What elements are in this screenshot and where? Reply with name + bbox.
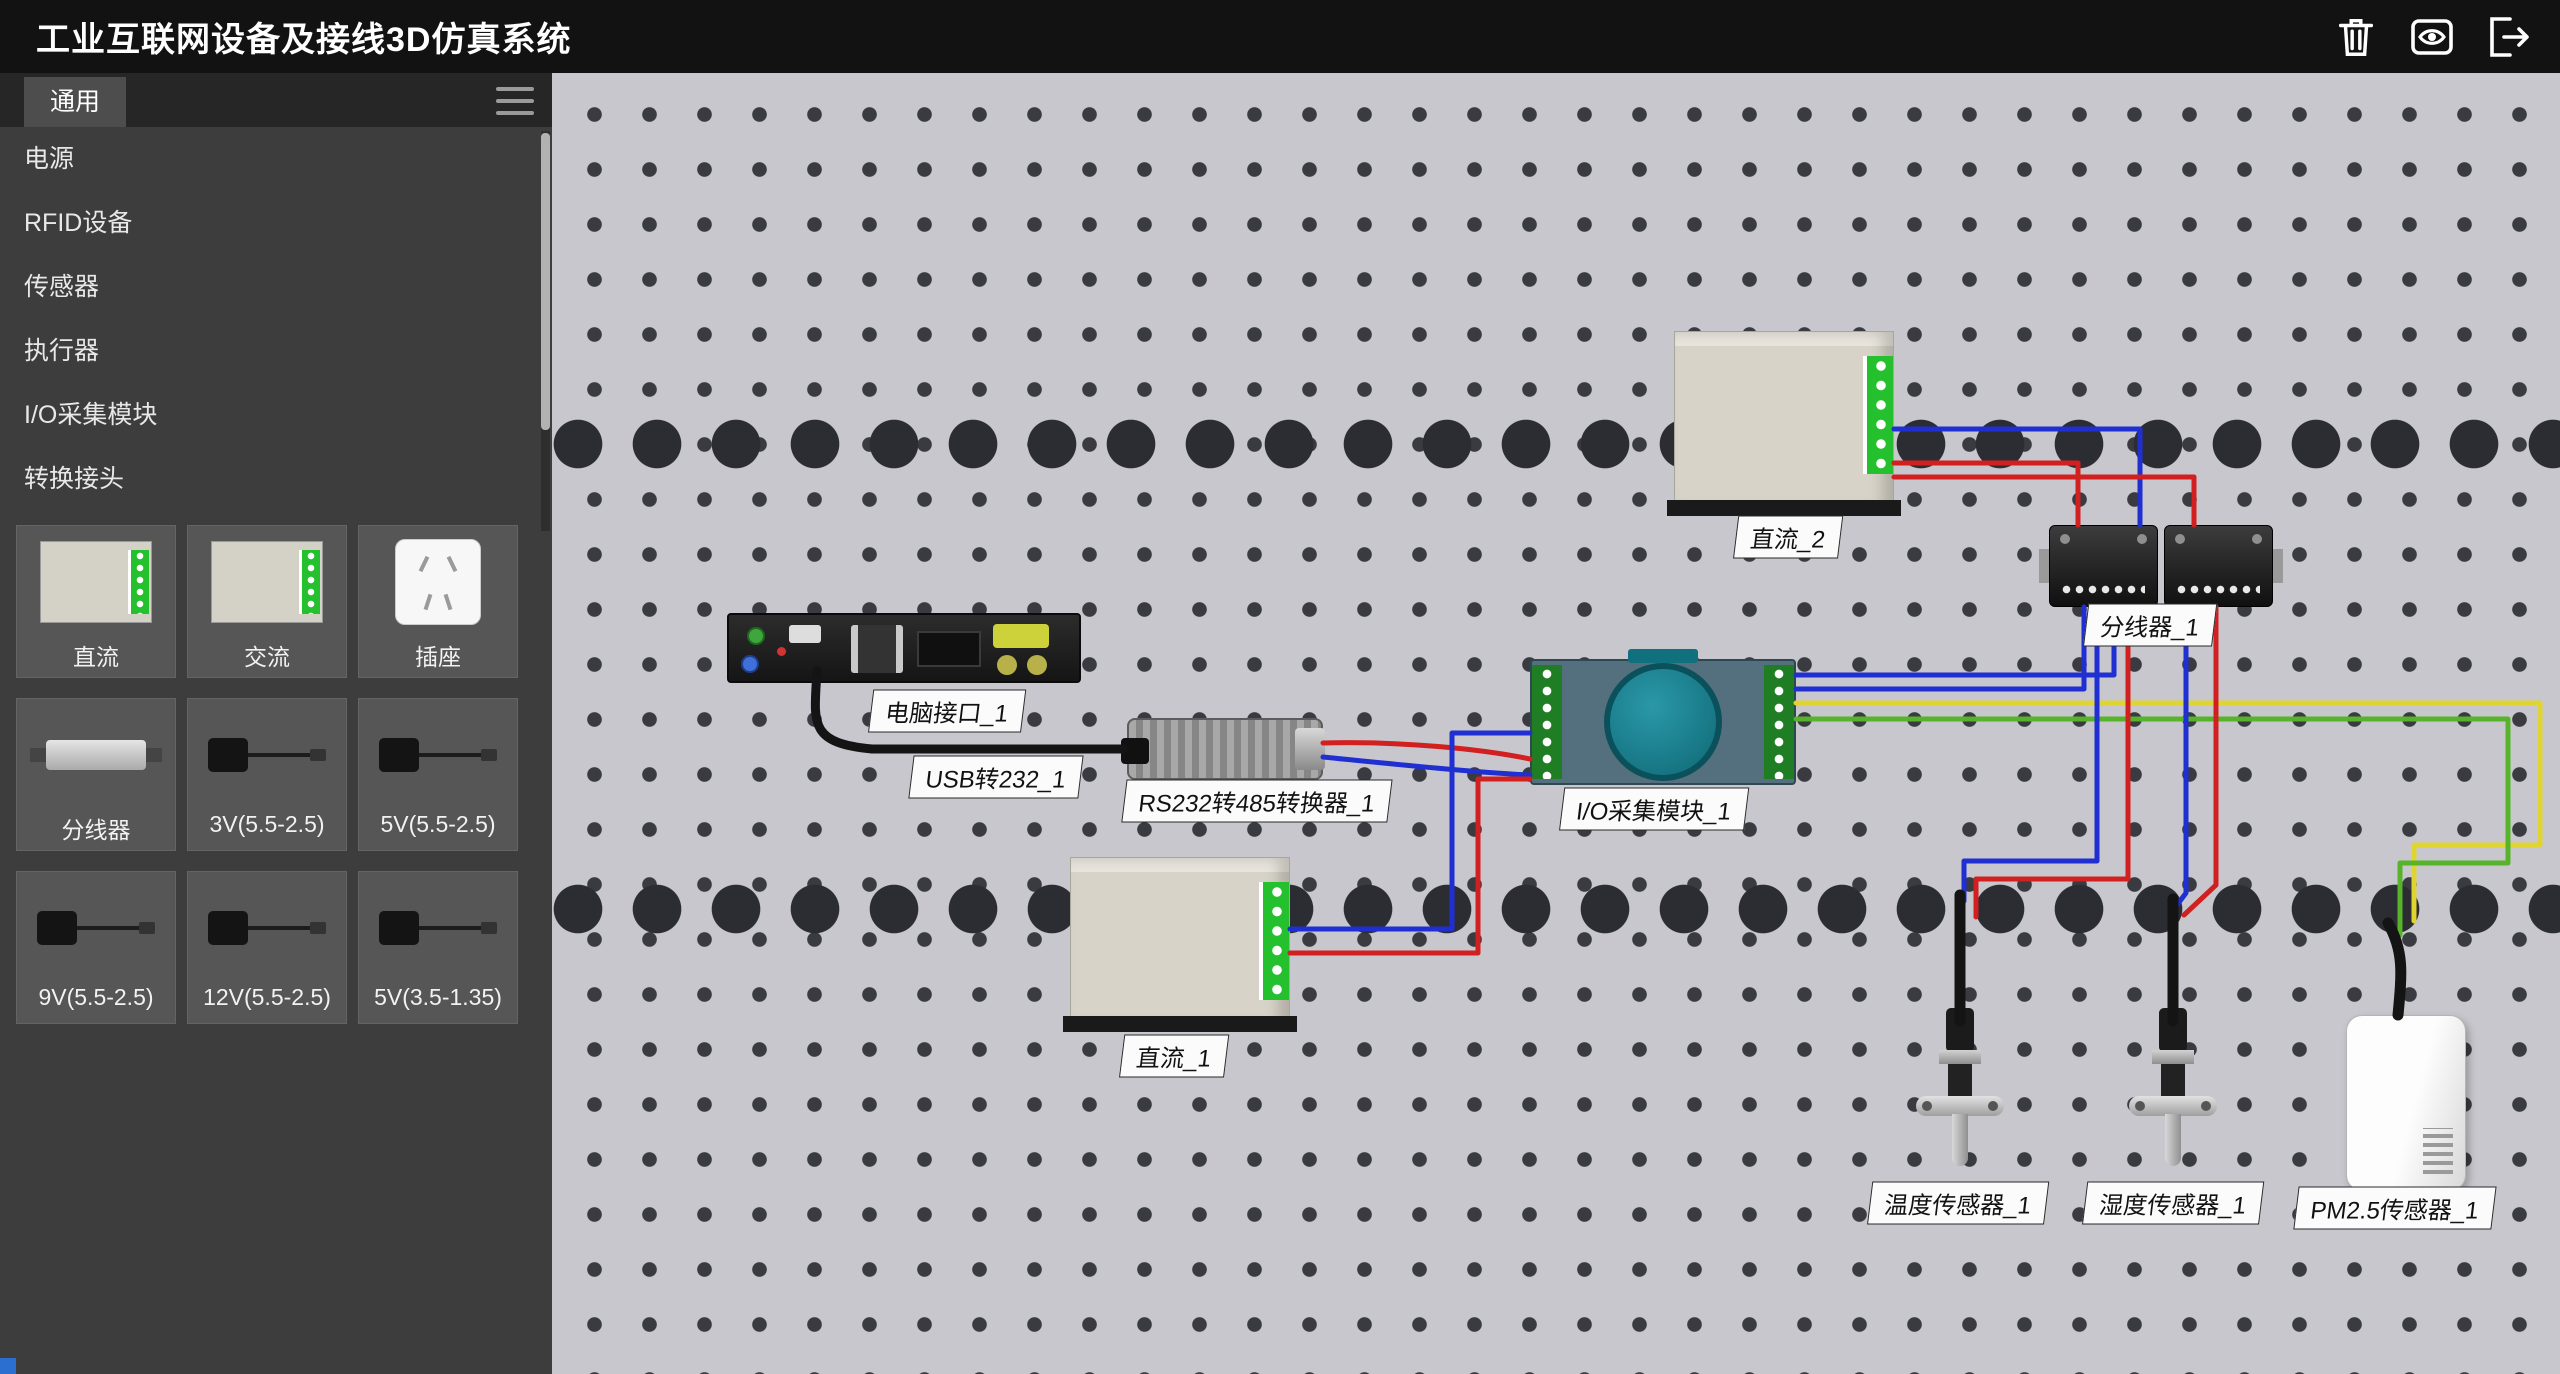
- device-dc-2[interactable]: [1667, 331, 1901, 516]
- device-label: 温度传感器_1: [1867, 1181, 2049, 1225]
- device-dc-1[interactable]: [1063, 857, 1297, 1032]
- audio-jack-green: [747, 627, 765, 645]
- device-base: [1667, 500, 1901, 516]
- led: [777, 647, 786, 656]
- tab-general[interactable]: 通用: [24, 77, 127, 127]
- component-card-splitter[interactable]: 分线器: [16, 698, 176, 851]
- usb-ports-dark: [917, 631, 981, 667]
- preview-icon[interactable]: [2404, 9, 2460, 65]
- usb-ports: [851, 625, 903, 673]
- adapter-thumbnail: [359, 872, 517, 984]
- module-tab: [1628, 649, 1698, 663]
- adapter-thumbnail: [188, 872, 346, 984]
- device-label: 湿度传感器_1: [2082, 1181, 2264, 1225]
- adapter-thumbnail: [17, 872, 175, 984]
- component-card-5v-135[interactable]: 5V(3.5-1.35): [358, 871, 518, 1024]
- mount-tab: [2039, 549, 2049, 583]
- sidebar-item-io-module[interactable]: I/O采集模块: [24, 401, 158, 429]
- terminal-connector: [1863, 356, 1893, 474]
- pegboard-strip: [552, 879, 2560, 939]
- category-menu: 电源 RFID设备 传感器 执行器 I/O采集模块 转换接头: [0, 127, 552, 531]
- vent-hole: [1027, 655, 1047, 675]
- component-card-socket[interactable]: 插座: [358, 525, 518, 678]
- terminal-strip: [1764, 665, 1794, 779]
- component-card-12v[interactable]: 12V(5.5-2.5): [187, 871, 347, 1024]
- device-label: 直流_2: [1733, 515, 1843, 559]
- adapter-thumbnail: [359, 699, 517, 811]
- sidebar-item-rfid[interactable]: RFID设备: [24, 209, 133, 237]
- lan-port: [993, 624, 1049, 648]
- component-card-9v[interactable]: 9V(5.5-2.5): [16, 871, 176, 1024]
- device-label: 电脑接口_1: [868, 689, 1026, 733]
- component-card-3v[interactable]: 3V(5.5-2.5): [187, 698, 347, 851]
- sidebar-item-adapter[interactable]: 转换接头: [24, 465, 125, 493]
- device-label: RS232转485转换器_1: [1121, 779, 1393, 823]
- workspace-canvas[interactable]: 电脑接口_1 USB转232_1 RS232转485转换器_1 I/O采集模块_…: [552, 73, 2560, 1374]
- terminal-strip: [1532, 665, 1562, 779]
- top-bar: 工业互联网设备及接线3D仿真系统: [0, 0, 2560, 73]
- exit-icon[interactable]: [2480, 9, 2536, 65]
- menu-icon[interactable]: [496, 87, 534, 115]
- socket-thumbnail: [359, 526, 517, 638]
- ac-power-thumbnail: [188, 526, 346, 638]
- page-title: 工业互联网设备及接线3D仿真系统: [36, 21, 572, 59]
- device-pc-interface[interactable]: [727, 613, 1081, 683]
- component-card-5v[interactable]: 5V(5.5-2.5): [358, 698, 518, 851]
- component-card-ac[interactable]: 交流: [187, 525, 347, 678]
- toolbar: [2328, 9, 2560, 65]
- sidebar-item-actuator[interactable]: 执行器: [24, 337, 100, 365]
- device-base: [1063, 1016, 1297, 1032]
- device-splitter[interactable]: [2039, 525, 2283, 607]
- terminal-connector: [1259, 882, 1289, 1000]
- ps2-port: [789, 625, 821, 643]
- mount-tab: [2273, 549, 2283, 583]
- component-grid: 直流 交流 插座 分线器 3V(5.5-2.5) 5V(5.5-2.5): [16, 525, 521, 1024]
- vent-hole: [997, 655, 1017, 675]
- dc-power-thumbnail: [17, 526, 175, 638]
- component-sidebar: 通用 电源 RFID设备 传感器 执行器 I/O采集模块 转换接头 直流 交流 …: [0, 73, 552, 1374]
- sensor-grill: [2423, 1128, 2453, 1174]
- device-pm25-sensor[interactable]: [2346, 1015, 2466, 1197]
- scrollbar-thumb[interactable]: [541, 133, 550, 430]
- splitter-block: [2049, 525, 2158, 607]
- device-io-module[interactable]: [1530, 649, 1796, 785]
- sidebar-tab-row: 通用: [0, 73, 552, 127]
- device-humidity-sensor[interactable]: [2128, 1008, 2218, 1176]
- pegboard-strip: [552, 414, 2560, 474]
- device-label: PM2.5传感器_1: [2293, 1186, 2497, 1230]
- component-card-dc[interactable]: 直流: [16, 525, 176, 678]
- splitter-thumbnail: [17, 699, 175, 811]
- device-temp-sensor[interactable]: [1915, 1008, 2005, 1176]
- audio-jack-blue: [741, 655, 759, 673]
- device-label: 直流_1: [1119, 1034, 1229, 1078]
- sidebar-item-sensor[interactable]: 传感器: [24, 273, 100, 301]
- device-label: I/O采集模块_1: [1559, 787, 1749, 831]
- device-rs232-485-converter[interactable]: [1121, 718, 1325, 780]
- device-label: USB转232_1: [908, 755, 1084, 799]
- corner-accent: [0, 1358, 16, 1374]
- device-label: 分线器_1: [2083, 603, 2217, 647]
- module-dial: [1604, 663, 1722, 781]
- adapter-thumbnail: [188, 699, 346, 811]
- sidebar-item-power[interactable]: 电源: [24, 145, 75, 173]
- splitter-block: [2164, 525, 2273, 607]
- trash-icon[interactable]: [2328, 9, 2384, 65]
